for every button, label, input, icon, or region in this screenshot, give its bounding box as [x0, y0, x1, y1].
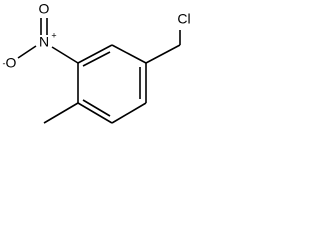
nitro-n-label: N [39, 34, 49, 50]
ring-bond-top-left-inner [82, 51, 111, 67]
ring-bond-top [111, 44, 147, 64]
nitro-bond-ring [51, 46, 79, 64]
ring-bond-top-left [77, 44, 113, 64]
chlorine-label: Cl [177, 11, 190, 27]
nitro-n-charge: + [51, 30, 56, 40]
nitro-o-left-label: O [6, 55, 17, 71]
nitro-single-bond [17, 45, 37, 59]
nitro-o-charge: - [3, 58, 6, 68]
ring-bond-bottom-left [77, 102, 113, 124]
methyl-bond [43, 102, 79, 124]
molecule-svg: N + O O - Cl [3, 1, 191, 124]
chemical-structure-diagram: N + O O - Cl [0, 0, 230, 134]
ring-bond-bottom-right [111, 102, 147, 124]
ring-bond-bottom-left-inner [82, 99, 111, 117]
chloromethyl-bond-ring [145, 44, 181, 64]
nitro-o-top-label: O [39, 1, 50, 17]
